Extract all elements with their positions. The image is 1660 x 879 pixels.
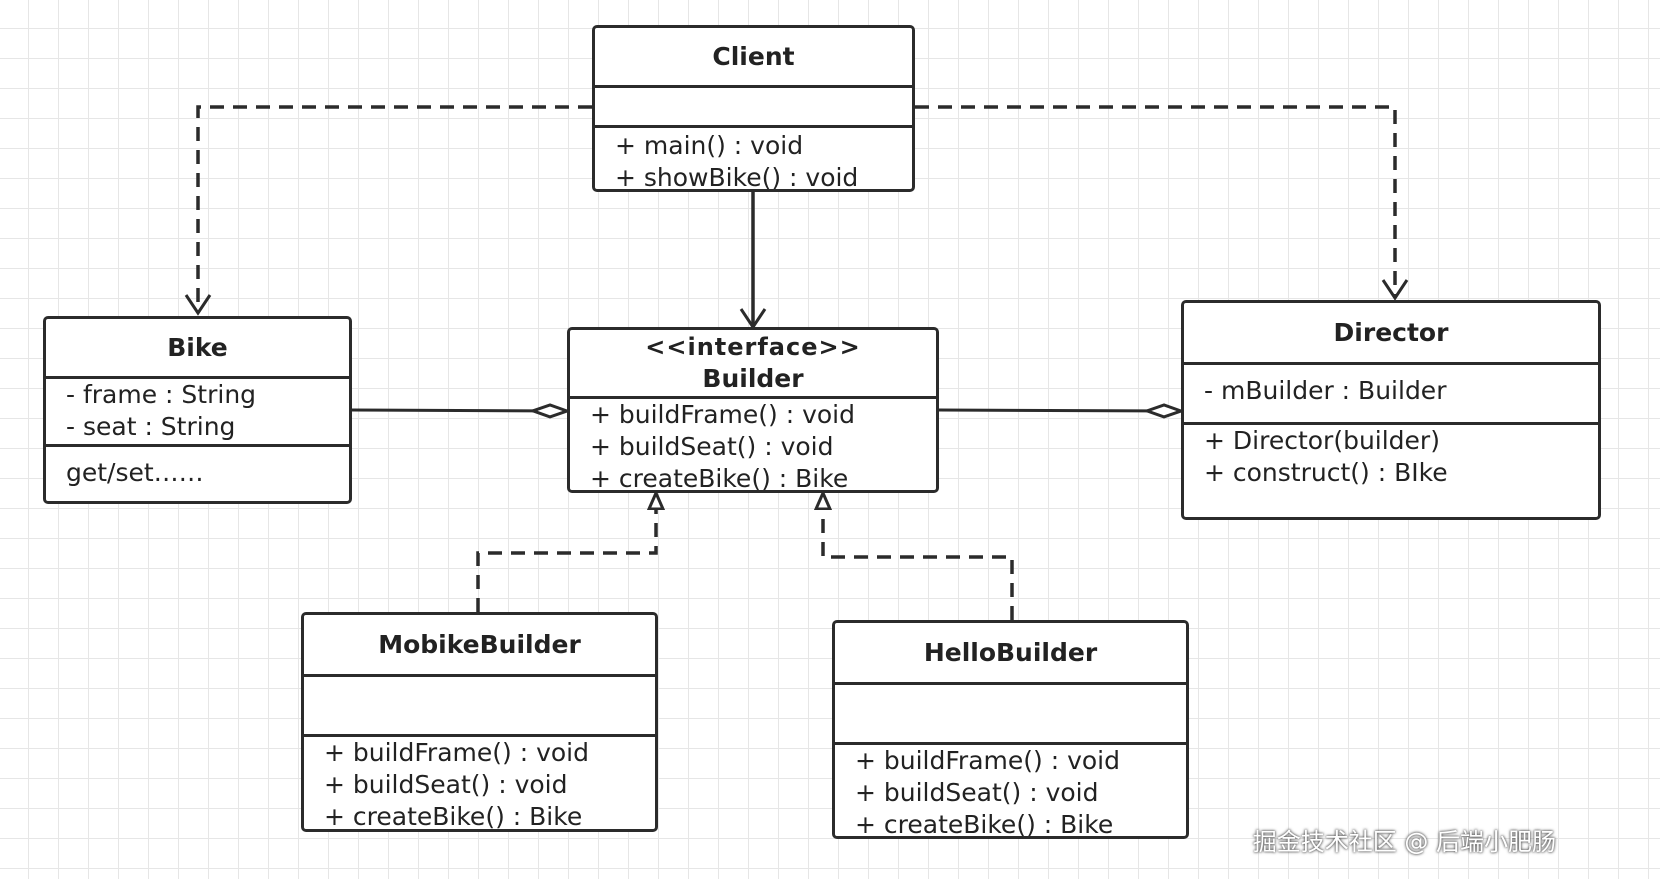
methods-section: + buildFrame() : void + buildSeat() : vo… xyxy=(304,734,655,831)
class-client: Client + main() : void + showBike() : vo… xyxy=(592,25,915,192)
mobike-builder-realization xyxy=(476,493,656,612)
methods-section: + buildFrame() : void + buildSeat() : vo… xyxy=(835,742,1186,839)
class-name: HelloBuilder xyxy=(923,638,1098,667)
attributes-section xyxy=(595,85,912,125)
method-row: + showBike() : void xyxy=(615,163,859,192)
method-row: + buildFrame() : void xyxy=(855,746,1120,775)
attributes-section xyxy=(835,682,1186,742)
attribute-row: - seat : String xyxy=(66,412,236,441)
client-director-dependency xyxy=(915,105,1409,301)
method-row: + buildFrame() : void xyxy=(324,738,589,767)
methods-section: + main() : void + showBike() : void xyxy=(595,125,912,192)
method-row: + buildFrame() : void xyxy=(590,400,855,429)
attribute-row: - frame : String xyxy=(66,380,257,409)
method-row: + createBike() : Bike xyxy=(855,810,1114,839)
attributes-section xyxy=(304,674,655,734)
bike-builder-aggregation xyxy=(351,410,567,411)
class-name: Director xyxy=(1333,318,1449,347)
method-row: + Director(builder) xyxy=(1204,426,1440,455)
methods-section: get/set…… xyxy=(46,444,349,501)
methods-section: + Director(builder) + construct() : BIke xyxy=(1184,422,1598,517)
class-hello-builder: HelloBuilder + buildFrame() : void + bui… xyxy=(832,620,1189,839)
attribute-row: - mBuilder : Builder xyxy=(1204,376,1447,405)
interface-builder: <<interface>> Builder + buildFrame() : v… xyxy=(567,327,939,493)
method-row: + construct() : BIke xyxy=(1204,458,1448,487)
builder-director-aggregation xyxy=(938,410,1181,411)
class-mobike-builder: MobikeBuilder + buildFrame() : void + bu… xyxy=(301,612,658,832)
watermark-text: 掘金技术社区 @ 后端小肥肠 xyxy=(1252,828,1556,856)
method-row: get/set…… xyxy=(66,458,204,487)
stereotype-label: <<interface>> xyxy=(645,333,861,361)
method-row: + createBike() : Bike xyxy=(590,464,849,493)
method-row: + buildSeat() : void xyxy=(590,432,834,461)
class-name: Client xyxy=(712,42,795,71)
hello-builder-realization xyxy=(823,493,1014,620)
interface-header: <<interface>> Builder xyxy=(570,330,936,396)
class-director: Director - mBuilder : Builder + Director… xyxy=(1181,300,1601,520)
class-name: MobikeBuilder xyxy=(378,630,581,659)
method-row: + buildSeat() : void xyxy=(324,770,568,799)
methods-section: + buildFrame() : void + buildSeat() : vo… xyxy=(570,396,936,493)
class-bike: Bike - frame : String - seat : String ge… xyxy=(43,316,352,504)
method-row: + buildSeat() : void xyxy=(855,778,1099,807)
attributes-section: - mBuilder : Builder xyxy=(1184,362,1598,422)
class-name: Bike xyxy=(167,333,228,362)
method-row: + main() : void xyxy=(615,131,804,160)
method-row: + createBike() : Bike xyxy=(324,802,583,831)
attributes-section: - frame : String - seat : String xyxy=(46,376,349,444)
client-bike-dependency xyxy=(184,105,592,316)
class-name: Builder xyxy=(702,364,804,393)
